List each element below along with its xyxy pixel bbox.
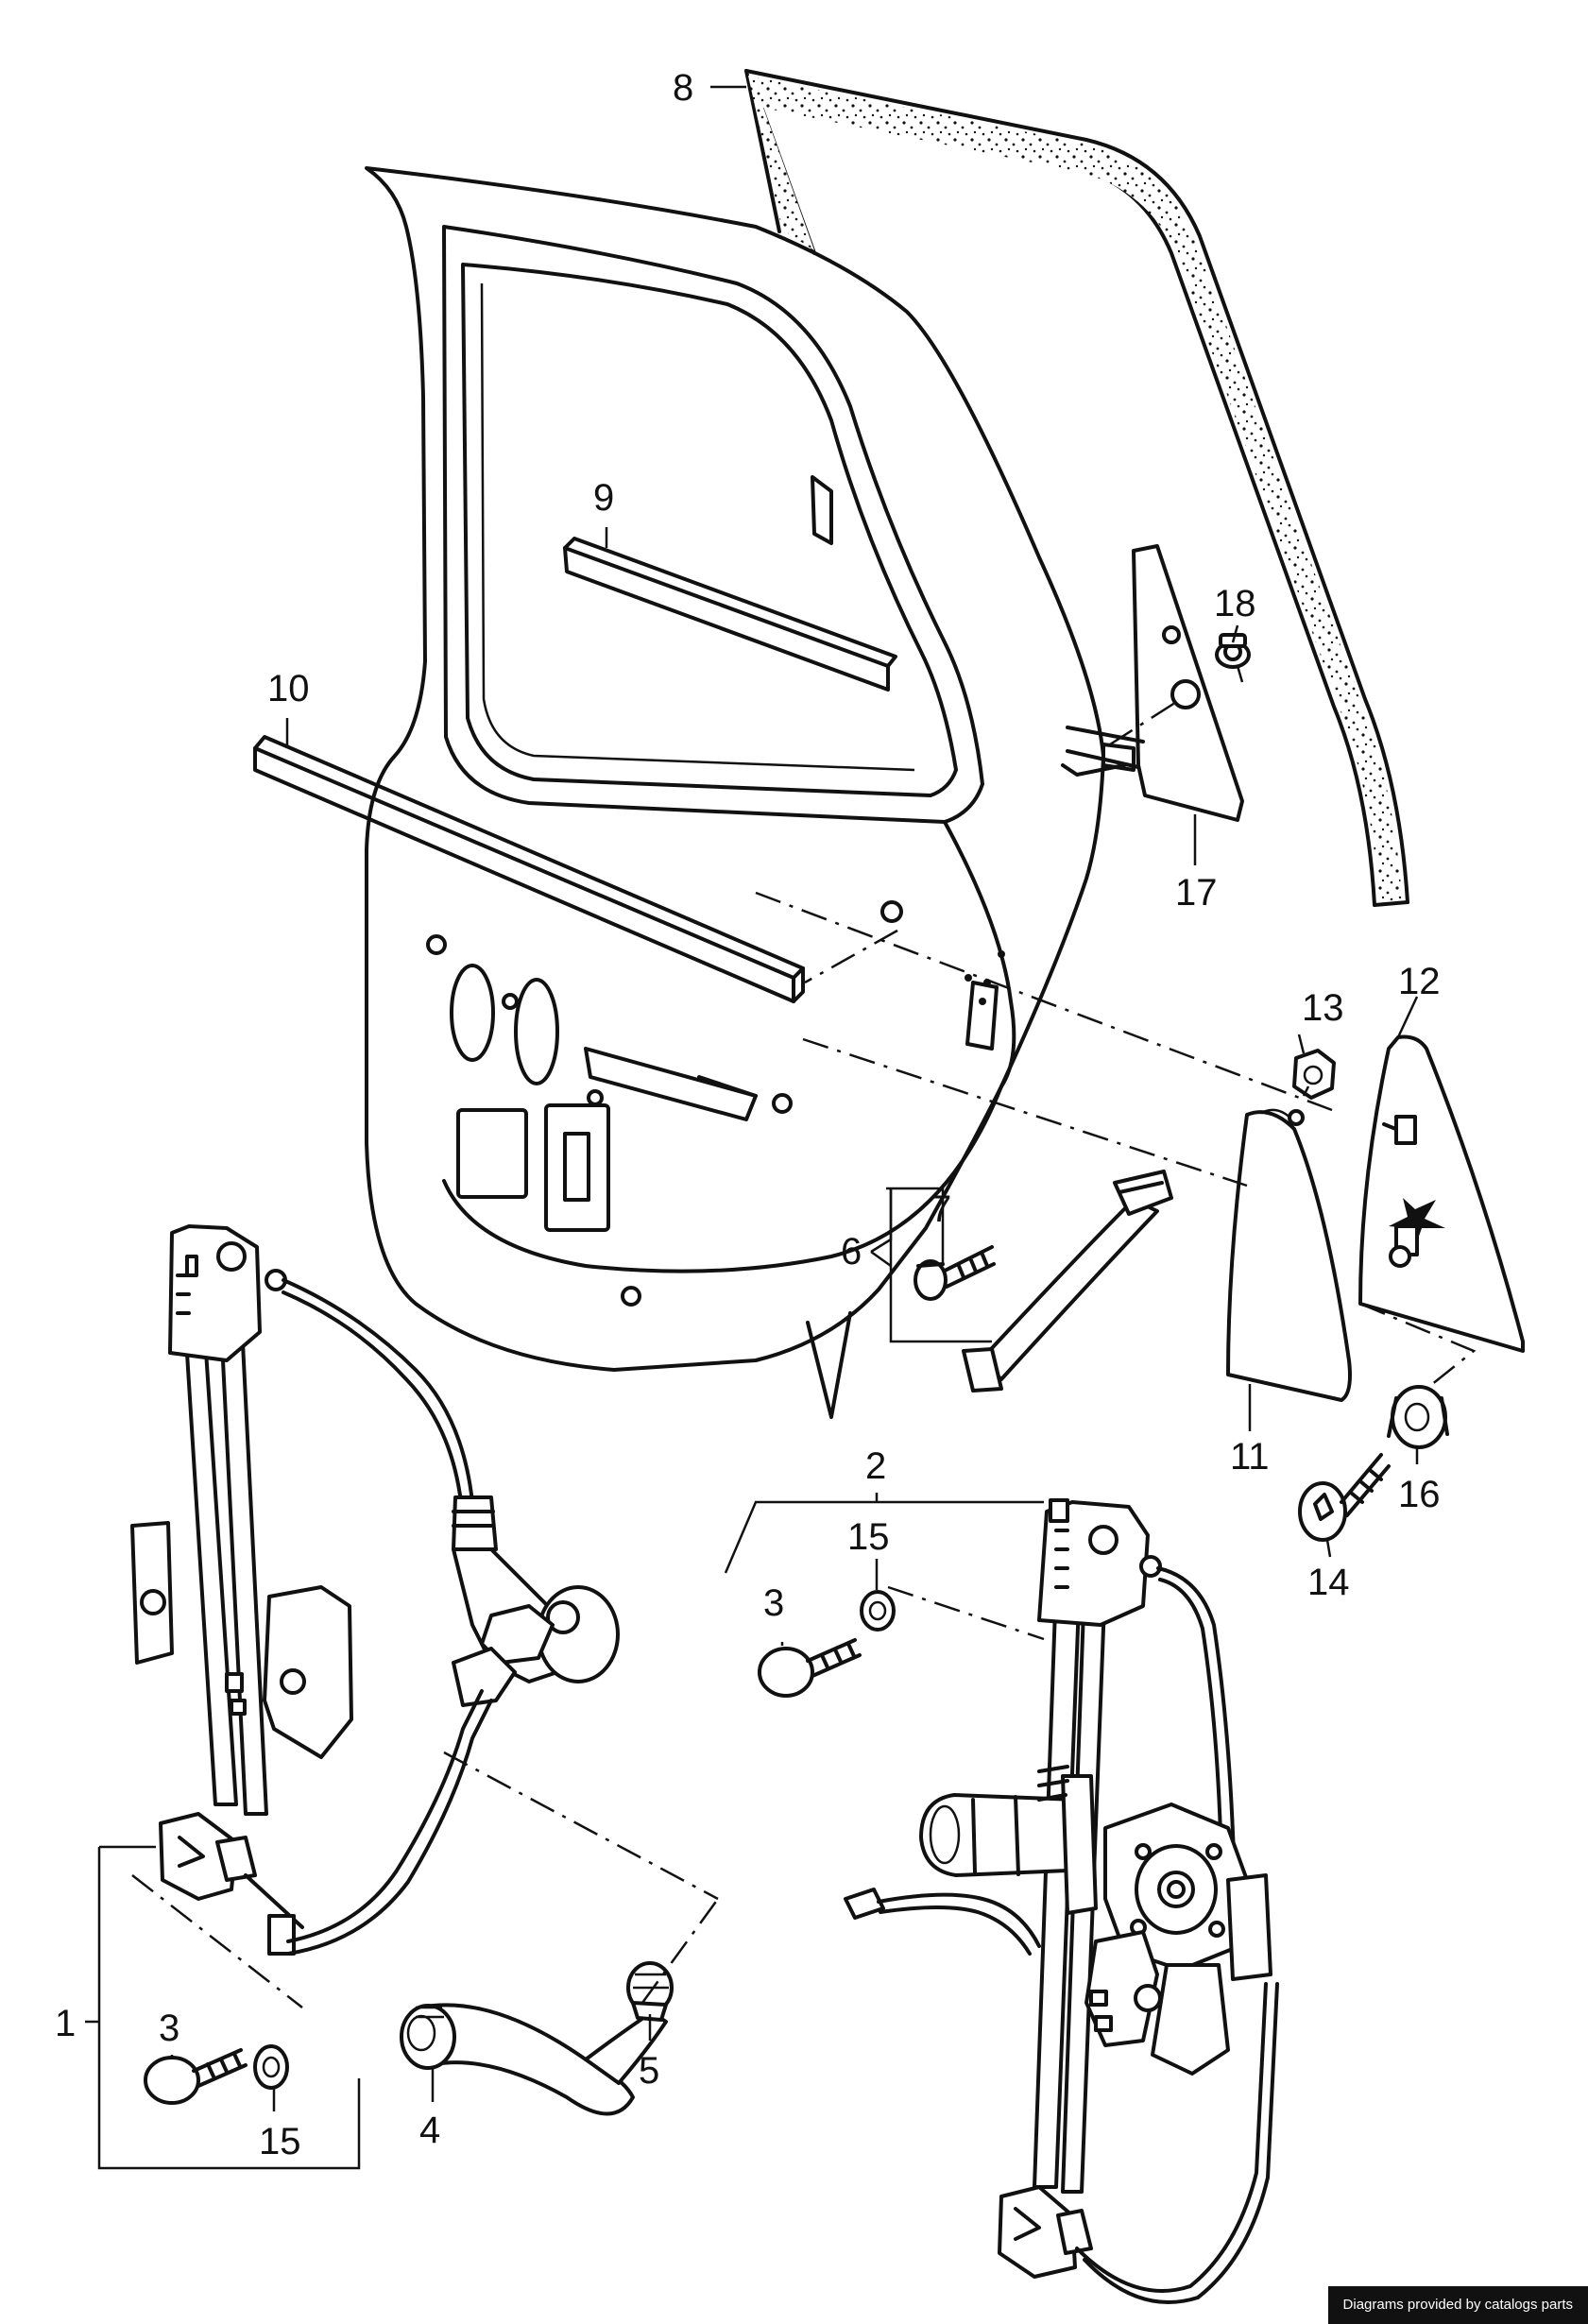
power-window-regulator	[844, 1498, 1279, 2304]
leader-lines	[85, 85, 1419, 2170]
credit-badge: Diagrams provided by catalogs parts	[1327, 2286, 1588, 2324]
callout-3-upper: 3	[763, 1582, 784, 1624]
inner-window-strip	[563, 537, 897, 692]
callout-15-lower: 15	[259, 2121, 301, 2162]
callout-16: 16	[1398, 1474, 1441, 1515]
guide-rail-6	[962, 1170, 1173, 1393]
callout-15-upper: 15	[847, 1516, 890, 1558]
callout-10: 10	[267, 668, 310, 709]
corner-piece-12	[1358, 1034, 1525, 1353]
screw-3-upper	[758, 1638, 862, 1698]
door-shell	[365, 166, 1105, 1419]
window-channel-seal	[744, 69, 1409, 907]
callout-9: 9	[593, 477, 614, 519]
washer-15-upper	[860, 1590, 896, 1632]
bolt-7	[914, 1245, 996, 1301]
callout-6: 6	[841, 1231, 862, 1273]
callout-2: 2	[865, 1445, 886, 1487]
assembly-lines	[131, 665, 1477, 2008]
crank-cap-5	[626, 1961, 674, 2022]
callout-4: 4	[419, 2110, 440, 2151]
callout-labels: 1 2 3 3 4 5 6 7 8 9 10 11 12 13 14 15 15…	[55, 67, 1441, 2162]
callout-12: 12	[1398, 961, 1441, 1002]
callout-3-lower: 3	[159, 2008, 179, 2049]
trim-panel-11	[1226, 1108, 1352, 1402]
nut-13	[1292, 1049, 1336, 1100]
callout-17: 17	[1175, 872, 1218, 914]
callout-13: 13	[1302, 987, 1344, 1029]
spacer-16	[1387, 1385, 1449, 1449]
crank-handle-4	[400, 2003, 668, 2116]
callout-7: 7	[931, 1188, 951, 1230]
washer-15-lower	[253, 2044, 289, 2090]
screw-14	[1298, 1453, 1391, 1542]
outer-window-strip	[253, 735, 805, 1003]
callout-11: 11	[1230, 1436, 1270, 1478]
manual-window-regulator	[130, 1224, 620, 1956]
callout-14: 14	[1307, 1562, 1350, 1603]
screw-3-lower	[144, 2048, 248, 2105]
callout-1: 1	[55, 2003, 76, 2044]
callout-5: 5	[639, 2050, 659, 2092]
corner-bracket	[1061, 544, 1244, 822]
callout-8: 8	[673, 67, 693, 109]
callout-18: 18	[1214, 583, 1256, 624]
